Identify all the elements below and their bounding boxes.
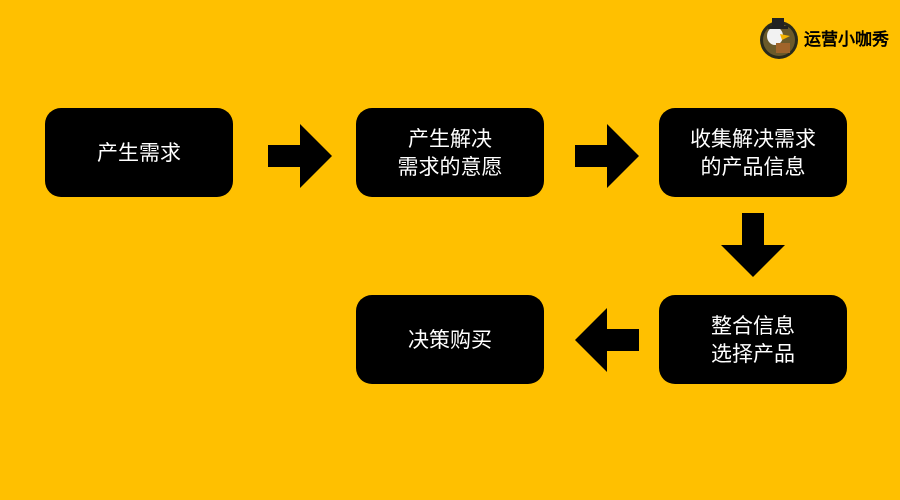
step-need: 产生需求 <box>45 108 233 197</box>
step-label: 决策购买 <box>408 327 492 352</box>
brand-logo: 运营小咖秀 <box>758 14 889 60</box>
step-purchase: 决策购买 <box>356 295 544 384</box>
step-gather-info: 收集解决需求 的产品信息 <box>659 108 847 197</box>
arrow-left-icon <box>575 308 639 372</box>
step-label: 产生解决 需求的意愿 <box>397 126 503 179</box>
eagle-mascot-icon <box>760 18 798 59</box>
step-label: 产生需求 <box>97 140 181 165</box>
step-desire: 产生解决 需求的意愿 <box>356 108 544 197</box>
logo-text: 运营小咖秀 <box>804 29 889 50</box>
step-label: 收集解决需求 的产品信息 <box>690 126 816 179</box>
arrow-right-icon <box>268 124 332 188</box>
arrow-right-icon <box>575 124 639 188</box>
step-choose: 整合信息 选择产品 <box>659 295 847 384</box>
step-label: 整合信息 选择产品 <box>711 313 795 366</box>
arrow-down-icon <box>721 213 785 277</box>
